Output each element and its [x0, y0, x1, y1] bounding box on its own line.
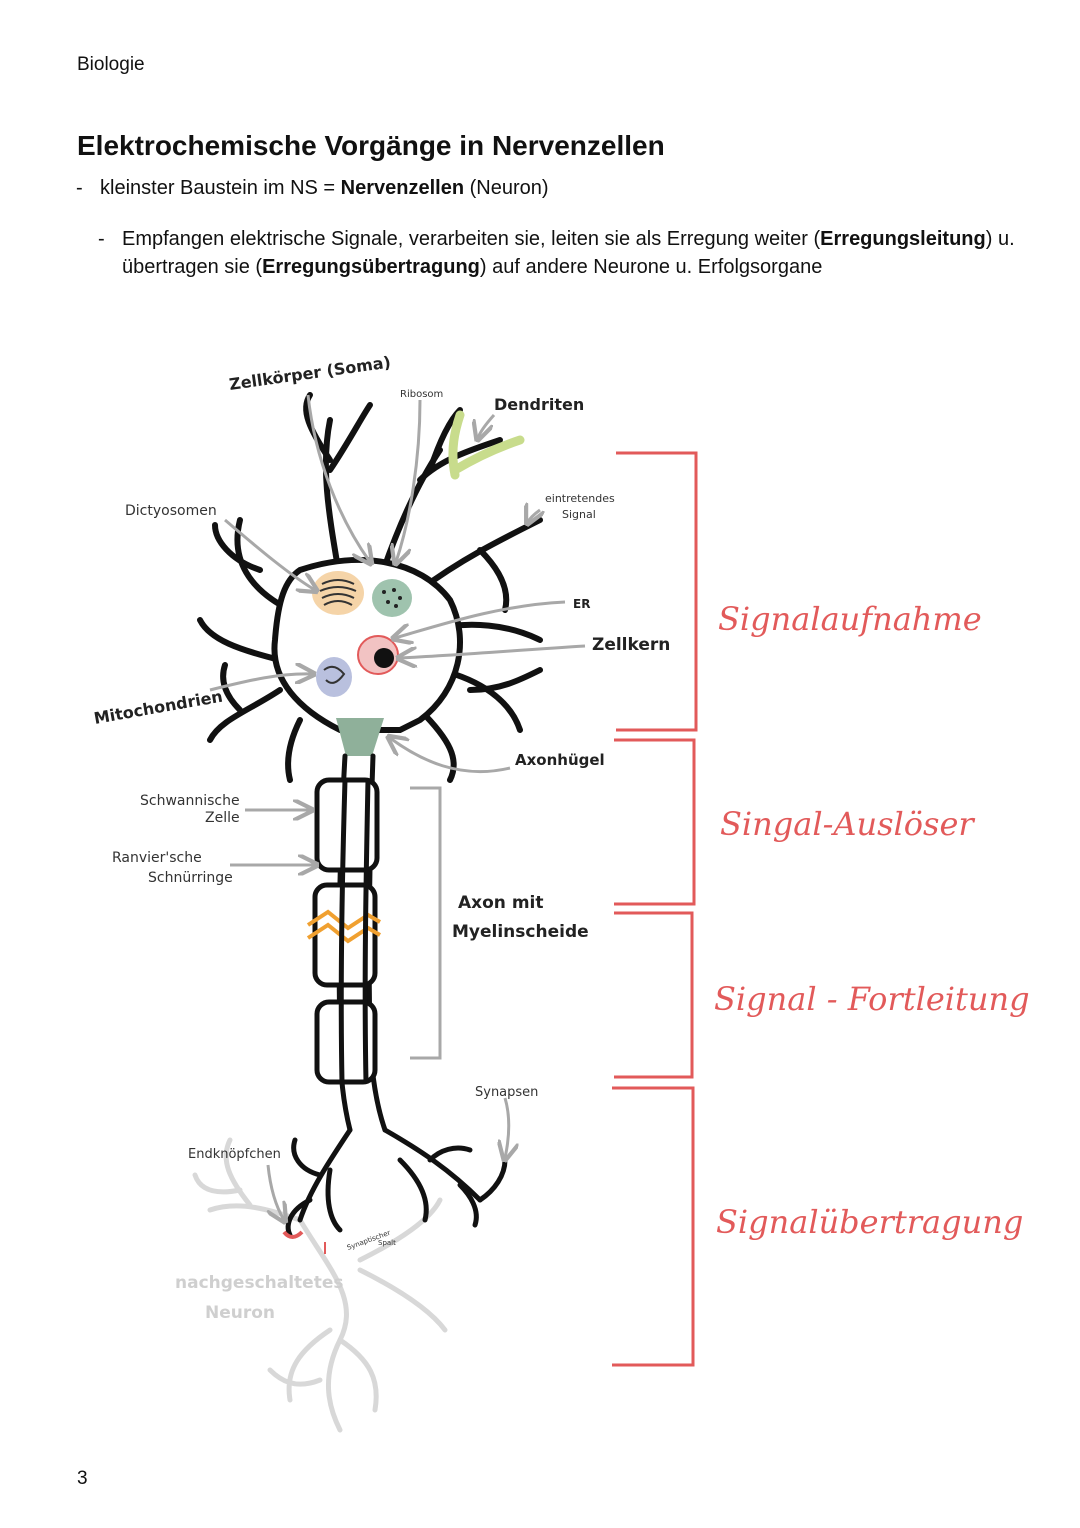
label-synapsen: Synapsen: [475, 1085, 538, 1100]
label-axonhuegel: Axonhügel: [515, 751, 605, 769]
bullet-dash: -: [98, 228, 105, 250]
bullet-neurons: - kleinster Baustein im NS = Nervenzelle…: [76, 174, 1000, 202]
label-dendriten: Dendriten: [494, 395, 584, 414]
label-schwann-line2: Zelle: [205, 810, 240, 826]
downstream-neuron-drawing: [192, 1137, 448, 1433]
bullet-bold: Nervenzellen: [340, 177, 465, 199]
myelin-sheaths: [312, 777, 380, 1085]
label-ranvier-line1: Ranvier'sche: [112, 850, 202, 866]
label-signal-line2: Signal: [562, 508, 596, 521]
label-dictyosomen: Dictyosomen: [125, 503, 217, 519]
mitochondrion-organelle: [316, 657, 352, 697]
bullet-text: ) u. übertragen sie (: [122, 228, 1015, 278]
bullet-text: Empfangen elektrische Signale, verarbeit…: [122, 228, 821, 250]
label-schwann-line1: Schwannische: [140, 793, 240, 809]
label-spalt-line2: Spalt: [378, 1239, 396, 1247]
label-zellkern: Zellkern: [592, 635, 670, 655]
label-axon-line2: Myelinscheide: [452, 922, 589, 942]
ranvier-node-mark: [306, 909, 382, 944]
label-er: ER: [573, 597, 590, 611]
bullet-text: (Neuron): [464, 177, 549, 199]
bullet-bold: Erregungsübertragung: [262, 256, 480, 278]
label-ranvier-line2: Schnürringe: [148, 870, 233, 886]
axon-terminals-drawing: [285, 1127, 508, 1238]
neuron-diagram: Zellkörper (Soma) Ribosom Dendriten Dict…: [92, 352, 1030, 1433]
bullet-function: - Empfangen elektrische Signale, verarbe…: [98, 225, 1022, 281]
label-neuron-line1: nachgeschaltetes: [175, 1273, 343, 1293]
ribosome-dots: [382, 588, 402, 608]
page-title: Elektrochemische Vorgänge in Nervenzelle…: [77, 130, 665, 161]
stage-label-signalaufnahme: Signalaufnahme: [718, 600, 982, 638]
ribosome-organelle: [372, 579, 412, 617]
golgi-stripes: [319, 579, 357, 606]
bullet-bold: Erregungsleitung: [820, 228, 986, 250]
axon-inner: [338, 779, 371, 1083]
bullet-text: ) auf andere Neurone u. Erfolgsorgane: [479, 256, 823, 278]
stage-label-signal-ausloeser: Singal-Auslöser: [720, 805, 975, 843]
stage-brackets: [612, 451, 698, 1367]
label-signal-line1: eintretendes: [545, 492, 615, 505]
label-zellkoerper: Zellkörper (Soma): [228, 352, 392, 393]
nucleolus: [374, 648, 394, 668]
label-axon-line1: Axon mit: [458, 893, 544, 913]
page-number: 3: [77, 1468, 88, 1489]
stage-label-signaluebertragung: Signalübertragung: [716, 1203, 1023, 1241]
dendrite-tip-highlight: [448, 410, 525, 480]
axon-hillock: [336, 718, 384, 756]
label-ribosom: Ribosom: [400, 389, 443, 400]
label-neuron-line2: Neuron: [205, 1303, 275, 1323]
subject-header: Biologie: [77, 54, 145, 75]
label-mitochondrien: Mitochondrien: [92, 687, 224, 728]
label-endknoepfchen: Endknöpfchen: [188, 1147, 281, 1162]
label-arrows: [209, 394, 586, 1220]
stage-label-signal-fortleitung: Signal - Fortleitung: [714, 980, 1030, 1018]
bullet-text: kleinster Baustein im NS =: [100, 177, 341, 199]
bullet-dash: -: [76, 177, 83, 199]
synaptic-bouton-mark: [282, 1230, 304, 1239]
axon-bracket: [410, 786, 442, 1060]
mito-cristae: [323, 665, 346, 684]
